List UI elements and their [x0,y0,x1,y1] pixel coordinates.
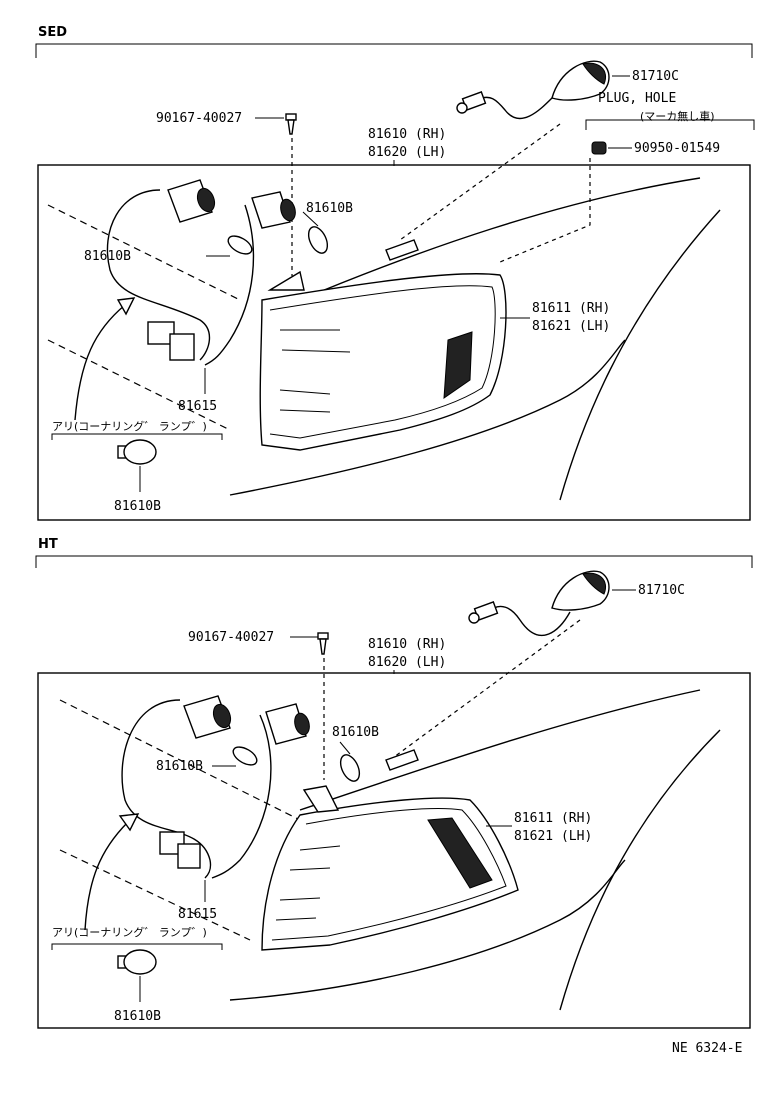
sedan-plug [591,141,607,155]
sedan-bumper-line [229,339,626,496]
sedan-cornering-bracket [51,433,223,440]
hardtop-socket-b [265,703,310,745]
hardtop-cornering-note: アリ(コーナリング゛ ランプ゛) [52,925,207,939]
sedan-bulb-a [307,226,329,254]
hardtop-section-label: HT [38,537,58,552]
hardtop-hood-line [299,689,701,811]
sedan-plug-bracket [585,119,755,130]
hardtop-bulb-a-leader [339,741,351,755]
hardtop-bulb-a-label: 81610B [332,725,379,740]
sedan-arrow-head [116,297,136,316]
hardtop-wheel-arch-line [559,729,721,1011]
hardtop-socket-a [183,695,232,739]
hardtop-lamp-lh-label: 81620 (LH) [368,655,446,670]
sedan-harness-wire-2 [204,204,255,366]
hardtop-fender-line [59,699,301,821]
sedan-socket-a [167,179,216,223]
sedan-lens-lh-label: 81621 (LH) [532,319,610,334]
sedan-wheel-arch-line [559,209,721,501]
hardtop-cornering-bracket [51,943,223,950]
sedan-marker-dash [399,123,561,241]
sedan-marker-lamp [456,60,610,120]
sedan-plug-hole-note: (マーカ無し車) [640,109,715,123]
hardtop-harness-wire [121,699,212,879]
hardtop-bulb-a [339,754,361,782]
hardtop-harness-wire-2 [211,714,272,879]
hardtop-arrow-curve [84,821,129,931]
hardtop-section: HT 81710C 90167-40027 81610 (RH) 81620 (… [35,537,753,1029]
sedan-marker-hole [385,239,419,261]
sedan-fender-line [47,204,241,301]
sedan-bulb-a-leader [302,211,319,227]
hardtop-arrow-head [118,813,140,832]
hardtop-bulb-b [232,746,258,766]
hardtop-marker-hole [385,749,419,771]
sedan-hood-line [299,177,701,301]
sedan-socket-b [251,191,296,229]
hardtop-bulb-c-label: 81610B [114,1009,161,1024]
hardtop-marker-lamp [468,570,610,637]
sedan-bulb-c-label: 81610B [114,499,161,514]
sedan-bulb-b-label: 81610B [84,249,131,264]
hardtop-bulb-b-label: 81610B [156,759,203,774]
sedan-bulb-a-label: 81610B [306,201,353,216]
sedan-section-bracket [35,43,753,58]
sedan-section-label: SED [38,25,67,40]
sedan-section: SED 81710C PLUG, HOLE (マーカ無し車) 90950-015… [35,25,755,521]
hardtop-lens-lh-label: 81621 (LH) [514,829,592,844]
hardtop-marker-lamp-label: 81710C [638,583,685,598]
sedan-lamp-rh-label: 81610 (RH) [368,127,446,142]
sedan-plug-hole-label: PLUG, HOLE [598,91,676,106]
sedan-cornering-note: アリ(コーナリング゛ ランプ゛) [52,419,207,433]
hardtop-connector [159,831,201,869]
sedan-lens-rh-label: 81611 (RH) [532,301,610,316]
sedan-marker-lamp-label: 81710C [632,69,679,84]
sedan-fender-line-lower [47,339,231,431]
hardtop-section-bracket [35,555,753,568]
sedan-plug-dash [499,158,591,263]
hardtop-bulb-c [117,949,157,975]
sedan-lamp-lens [259,270,507,451]
sedan-screw-label: 90167-40027 [156,111,242,126]
sedan-bulb-c [117,439,157,465]
hardtop-lens-rh-label: 81611 (RH) [514,811,592,826]
hardtop-lamp-rh-label: 81610 (RH) [368,637,446,652]
sedan-arrow-curve [74,304,126,421]
sedan-plug-label: 90950-01549 [634,141,720,156]
hardtop-screw-label: 90167-40027 [188,630,274,645]
hardtop-screw [317,632,329,655]
hardtop-bumper-line [229,859,626,1001]
drawing-number: NE 6324-E [672,1041,742,1056]
sedan-lamp-lh-label: 81620 (LH) [368,145,446,160]
sedan-screw [285,113,297,135]
hardtop-lamp-lens [261,785,519,951]
sedan-socket-label: 81615 [178,399,217,414]
hardtop-socket-label: 81615 [178,907,217,922]
sedan-harness-wire [106,189,211,361]
sedan-bulb-b [227,235,253,255]
sedan-connector [147,321,195,361]
